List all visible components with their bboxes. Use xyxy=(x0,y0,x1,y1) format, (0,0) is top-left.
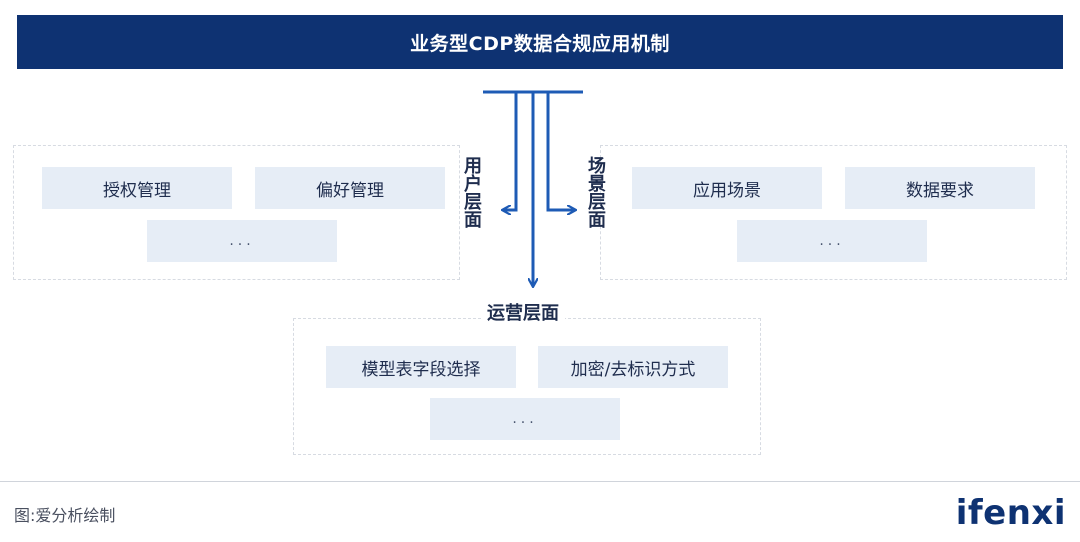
ops-layer-more-box: ... xyxy=(430,398,620,440)
ops-layer-label: 运营层面 xyxy=(481,299,565,325)
data-requirements-box: 数据要求 xyxy=(845,167,1035,209)
diagram-title: 业务型CDP数据合规应用机制 xyxy=(17,15,1063,69)
model-table-field-selection-box: 模型表字段选择 xyxy=(326,346,516,388)
preference-management-box: 偏好管理 xyxy=(255,167,445,209)
user-layer-panel xyxy=(13,145,460,280)
authorization-management-box: 授权管理 xyxy=(42,167,232,209)
application-scenario-box: 应用场景 xyxy=(632,167,822,209)
user-layer-more-box: ... xyxy=(147,220,337,262)
user-layer-label: 用户层面 xyxy=(461,156,482,228)
scene-layer-panel xyxy=(600,145,1067,280)
arrow-to-user-layer xyxy=(503,92,518,210)
scene-layer-label: 场景层面 xyxy=(585,156,606,228)
arrow-to-scene-layer xyxy=(546,92,575,210)
scene-layer-more-box: ... xyxy=(737,220,927,262)
footer-divider xyxy=(0,481,1080,482)
encryption-deidentification-box: 加密/去标识方式 xyxy=(538,346,728,388)
ifenxi-logo: ifenxi xyxy=(955,493,1066,533)
source-caption: 图:爱分析绘制 xyxy=(14,506,116,525)
